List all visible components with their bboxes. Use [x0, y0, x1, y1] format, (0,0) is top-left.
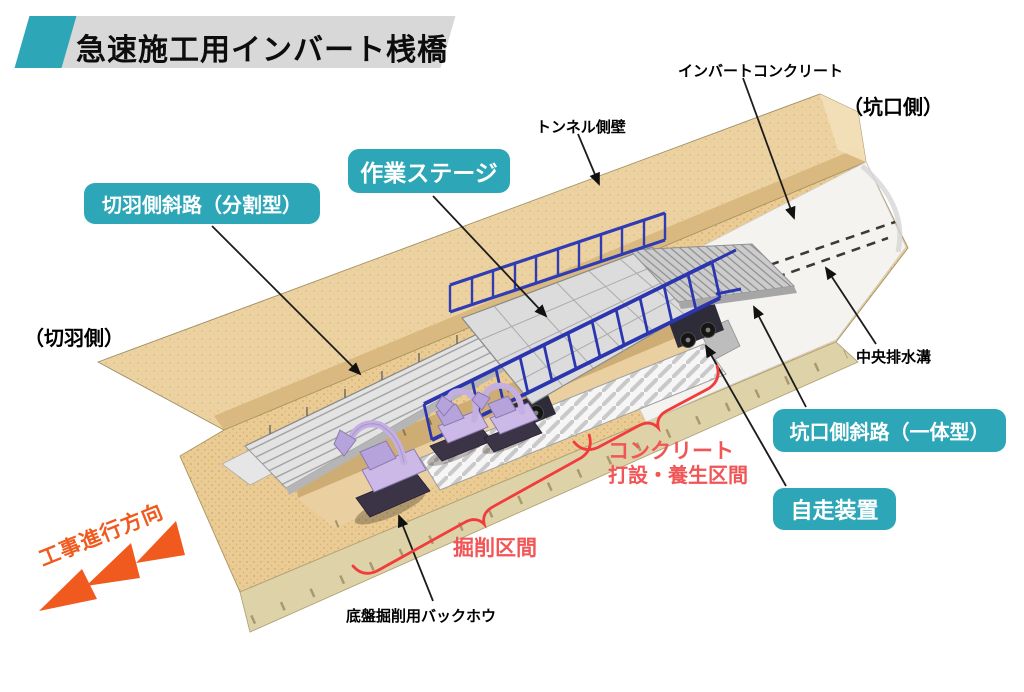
central-drainage-arrow [824, 266, 877, 345]
portal-side-ramp-badge: 坑口側斜路（一体型） [773, 409, 1006, 452]
face-side-ramp-arrow [211, 225, 362, 376]
zone-braces [351, 364, 720, 575]
invert-trestle-bridge [419, 211, 797, 491]
portal-side-ramp-arrow [753, 305, 807, 408]
backhoe-arrow [397, 514, 434, 602]
invert-concrete-arrow [742, 77, 796, 220]
far-guardrail-truss [448, 211, 667, 314]
excavation-zone-brace [351, 433, 592, 575]
tunnel-sidewall-arrow [577, 133, 600, 186]
self-propelled-arrow [705, 344, 787, 487]
work-stage-deck [461, 246, 718, 405]
callout-arrows [211, 77, 877, 602]
backhoe-label: 底盤掘削用バックホウ [346, 608, 497, 625]
concrete-zone-label: コンクリート 打設・養生区間 [608, 439, 748, 489]
concrete-zone-line2: 打設・養生区間 [608, 465, 748, 487]
work-stage-badge: 作業ステージ [348, 149, 510, 193]
page-title: 急速施工用インバート桟橋 [76, 34, 448, 67]
work-stage-arrow [432, 195, 548, 318]
face-side-label: （切羽側） [24, 328, 124, 350]
invert-concrete-label: インバートコンクリート [678, 63, 844, 80]
central-drainage-dashes [745, 220, 896, 290]
tunnel-sidewall-label: トンネル側壁 [536, 119, 626, 136]
portal-side-label: （坑口側） [843, 97, 943, 119]
face-side-ramp-badge: 切羽側斜路（分割型） [84, 183, 320, 224]
formwork-body [419, 343, 727, 491]
self-propelled-badge: 自走装置 [773, 488, 896, 530]
concrete-zone-brace [572, 364, 720, 452]
concrete-zone-line1: コンクリート [608, 440, 734, 463]
central-drainage-label: 中央排水溝 [856, 349, 932, 366]
direction-arrow-triangles [39, 521, 185, 611]
excavation-zone-label: 掘削区間 [453, 537, 537, 560]
backhoe-excavators [333, 382, 543, 525]
